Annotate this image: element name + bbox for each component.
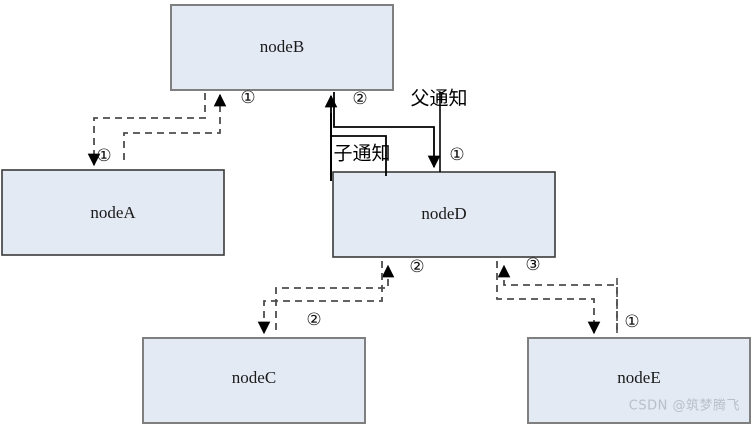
node-box-nodeB[interactable] (170, 4, 394, 91)
edge-nodeC-to-nodeD (275, 264, 395, 330)
node-box-nodeE[interactable] (527, 337, 751, 424)
step-marker-nodeE-to-nodeD: ③ (525, 255, 541, 275)
csdn-watermark: CSDN @筑梦腾飞 (628, 398, 740, 414)
step-marker-nodeA-to-nodeB: ① (240, 88, 256, 108)
edge-nodeD-to-nodeB-path (324, 94, 387, 176)
node-box-nodeD[interactable] (332, 171, 556, 258)
step-marker-nodeD-to-nodeB: ② (352, 89, 368, 109)
edge-nodeB-to-nodeA (87, 93, 206, 167)
step-marker-nodeB-to-nodeA: ① (96, 146, 112, 166)
step-marker-nodeB-to-nodeD: ① (449, 145, 465, 165)
edge-nodeD-to-nodeC (257, 261, 383, 335)
step-marker-nodeD-to-nodeC: ② (306, 310, 322, 330)
step-marker-nodeC-to-nodeD: ② (409, 257, 425, 277)
edge-nodeA-to-nodeB (123, 93, 227, 160)
edge-nodeE-to-nodeD (497, 264, 618, 330)
edge-label-parent-notify: 父通知 (410, 87, 468, 110)
node-box-nodeA[interactable] (1, 169, 225, 256)
node-box-nodeC[interactable] (142, 337, 366, 424)
step-marker-nodeD-to-nodeE: ① (624, 312, 640, 332)
edge-label-child-notify: 子通知 (333, 142, 391, 165)
edge-nodeB-to-nodeD-parent-notify (333, 92, 441, 169)
edge-nodeD-to-nodeE (496, 261, 601, 335)
